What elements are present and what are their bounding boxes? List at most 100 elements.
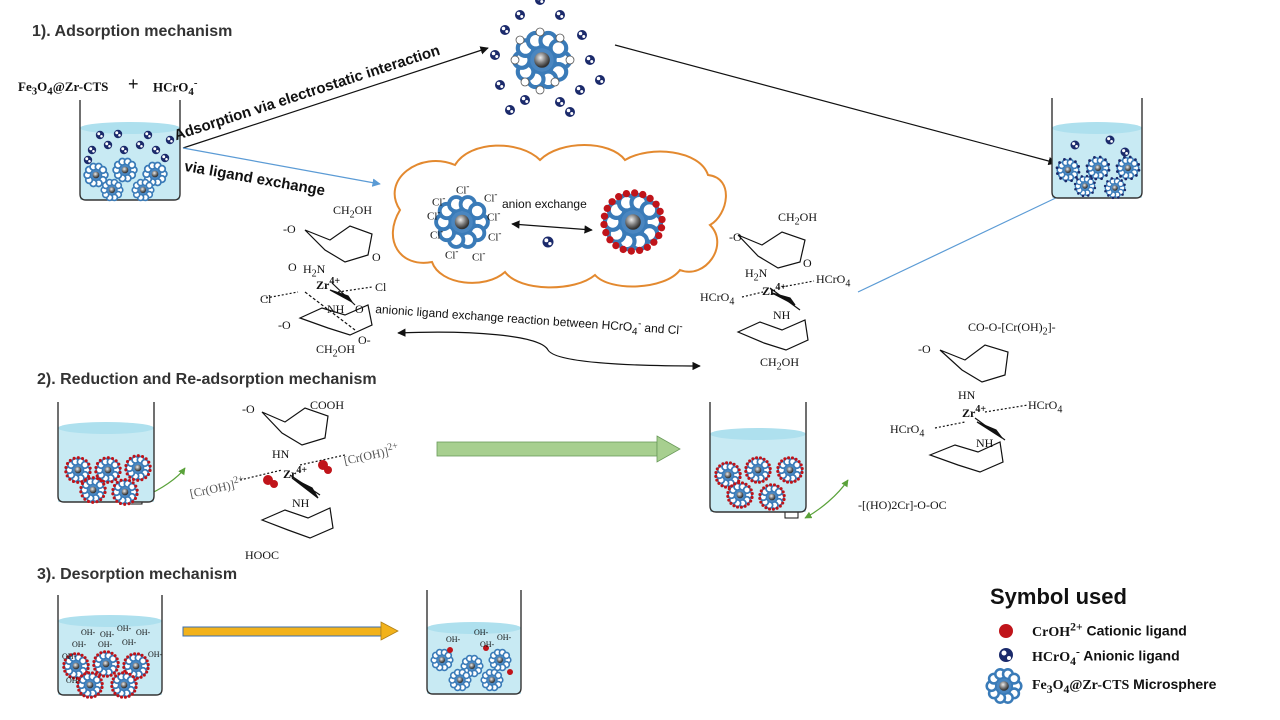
- legend-item-anionic: HCrO4- Anionic ligand: [1032, 645, 1180, 668]
- anion-particle: [165, 135, 175, 145]
- microsphere: [758, 483, 786, 511]
- cation-site-left: [270, 480, 278, 488]
- desorption-arrow: [182, 621, 399, 641]
- zoom-arrow-right: [804, 479, 849, 519]
- left-h2n: H2N: [303, 262, 326, 280]
- oh-ion-label: OH-: [98, 640, 113, 649]
- legend-item-cationic: CrOH2+ Cationic ligand: [1032, 620, 1187, 640]
- anion-exchange-label: anion exchange: [502, 197, 587, 211]
- microsphere-cloud-left: [434, 195, 490, 249]
- right-o-top: -O: [729, 230, 742, 244]
- red-zr: Zr4+: [283, 465, 308, 481]
- electrostatic-arrow: [182, 46, 489, 149]
- section-1-title: 1). Adsorption mechanism: [32, 23, 233, 40]
- legend-title: Symbol used: [990, 584, 1127, 609]
- positive-site: [535, 27, 545, 37]
- right-ch2oh-top: CH2OH: [778, 210, 818, 228]
- legend-item-microsphere: Fe3O4@Zr-CTS Microsphere: [1032, 676, 1217, 696]
- oh-ion-label: OH-: [497, 633, 512, 642]
- positive-site: [555, 33, 565, 43]
- microsphere: [100, 178, 124, 202]
- anion-exchange-arrow: [511, 220, 593, 234]
- left-ch2oh-bottom: CH2OH: [316, 342, 356, 360]
- microsphere: [83, 162, 109, 188]
- anion-particle: [160, 153, 170, 163]
- anion-particle: [555, 97, 565, 107]
- left-o-mid: O: [288, 260, 297, 274]
- oh-ion-label: OH-: [62, 652, 77, 661]
- positive-site: [550, 77, 560, 87]
- left-o-nh: O: [355, 302, 364, 316]
- microsphere: [94, 456, 122, 484]
- section-2-title: 2). Reduction and Re-adsorption mechanis…: [37, 371, 377, 388]
- anion-particle: [87, 145, 97, 155]
- anion-particle: [1120, 147, 1130, 157]
- anion-particle: [95, 130, 105, 140]
- plus-sign: +: [128, 74, 139, 94]
- reduction-arrow: [436, 435, 681, 463]
- microsphere: [1115, 155, 1141, 181]
- red-hn: HN: [272, 447, 290, 461]
- anion-particle: [575, 85, 585, 95]
- beaker-adsorbed: [1051, 98, 1143, 199]
- re-top: CO-O-[Cr(OH)2]-: [968, 320, 1056, 338]
- anion-particle: [555, 10, 565, 20]
- legend-anionic-icon: [999, 648, 1013, 662]
- anion-particle-cloud: [542, 236, 554, 248]
- anion-particle: [495, 80, 505, 90]
- cl-ion-label: Cl-: [488, 228, 502, 244]
- microsphere: [776, 456, 804, 484]
- right-hcro4-left: HCrO4: [700, 290, 735, 308]
- anion-particle: [113, 129, 123, 139]
- red-nh: NH: [292, 496, 310, 510]
- left-o-bot1: -O: [278, 318, 291, 332]
- red-o-top: -O: [242, 402, 255, 416]
- anion-particle: [103, 140, 113, 150]
- cation-free: [507, 669, 513, 675]
- microsphere: [1073, 174, 1097, 198]
- cation-site-right: [324, 466, 332, 474]
- oh-ion-label: OH-: [72, 640, 87, 649]
- re-hcro4-right: HCrO4: [1028, 398, 1063, 416]
- microsphere: [1085, 155, 1111, 181]
- left-o-top: -O: [283, 222, 296, 236]
- anion-particle: [500, 25, 510, 35]
- re-hcro4-left: HCrO4: [890, 422, 925, 440]
- right-zr: Zr4+: [762, 282, 787, 298]
- oh-ion-label: OH-: [136, 628, 151, 637]
- red-cooh: COOH: [310, 398, 345, 412]
- left-zr: Zr4+: [316, 276, 341, 292]
- left-ligand-structure: [265, 225, 373, 336]
- ligand-exchange-arrow: [182, 147, 381, 187]
- right-ligand-structure: [736, 231, 815, 351]
- positive-site: [510, 55, 520, 65]
- anion-particle: [520, 95, 530, 105]
- cl-ion-label: Cl-: [456, 181, 470, 197]
- left-o-right: O: [372, 250, 381, 264]
- microsphere: [92, 650, 120, 678]
- oh-ion-label: OH-: [81, 628, 96, 637]
- re-o-top: -O: [918, 342, 931, 356]
- anion-particle: [83, 155, 93, 165]
- readsorb-ligand-structure: [928, 344, 1029, 473]
- to-beaker-arrow: [614, 44, 1057, 166]
- ligand-to-beaker-line: [857, 194, 1063, 293]
- cl-ion-label: Cl-: [427, 207, 441, 223]
- microsphere: [62, 652, 90, 680]
- microsphere: [1103, 176, 1127, 200]
- section-3-title: 3). Desorption mechanism: [37, 566, 238, 583]
- anion-particle: [505, 105, 515, 115]
- oh-ion-label: OH-: [100, 630, 115, 639]
- anion-particle: [585, 55, 595, 65]
- microsphere: [480, 668, 504, 692]
- anion-particle: [577, 30, 587, 40]
- cation-free: [483, 645, 489, 651]
- left-o-bot2: O-: [358, 333, 371, 347]
- right-nh: NH: [773, 308, 791, 322]
- microsphere: [448, 668, 472, 692]
- oh-ion-label: OH-: [148, 650, 163, 659]
- red-hooc: HOOC: [245, 548, 280, 562]
- anion-particle: [1105, 135, 1115, 145]
- anion-particle: [143, 130, 153, 140]
